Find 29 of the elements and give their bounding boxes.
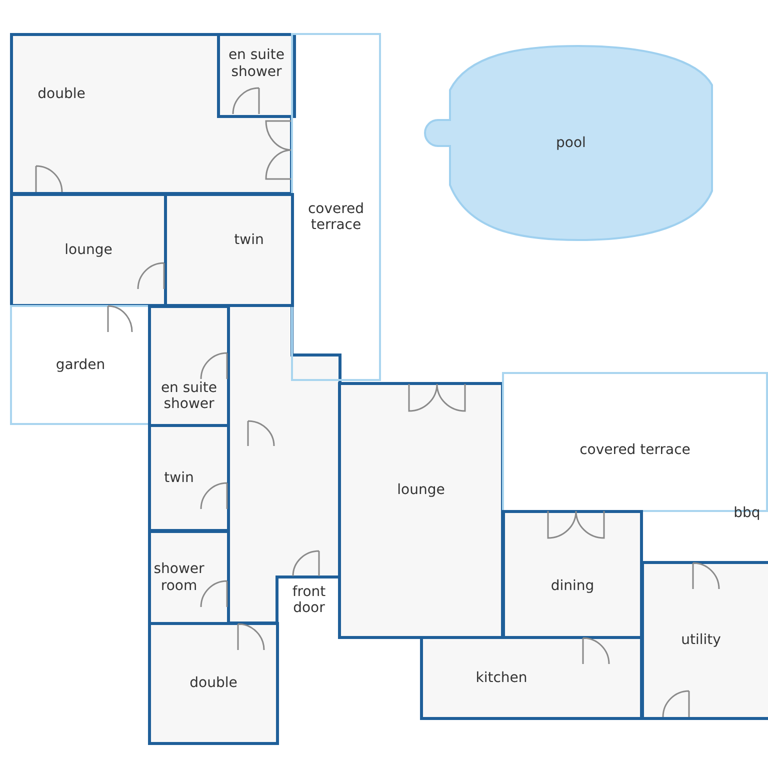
room-outline [148, 305, 230, 427]
room-label: lounge [397, 482, 445, 499]
room-label: en suite shower [160, 380, 218, 412]
room-outline [164, 193, 294, 307]
room-outline [148, 424, 230, 532]
room-label: utility [681, 632, 721, 649]
room-label: covered terrace [580, 442, 690, 458]
room-outline [10, 193, 167, 307]
room-outline [10, 33, 293, 195]
room-label: double [38, 86, 86, 102]
room-label: garden [56, 356, 106, 374]
room-outline [217, 33, 296, 118]
room-label: twin [234, 232, 264, 248]
room-outline [338, 382, 504, 639]
room-outline [148, 530, 230, 625]
room-label: covered terrace [306, 200, 366, 234]
room-label: kitchen [476, 670, 528, 686]
area-label: front door [291, 584, 327, 616]
area-label: bbq [732, 505, 762, 522]
room-label: twin [164, 470, 194, 486]
room-outline [502, 510, 643, 639]
room-label: dining [550, 578, 594, 595]
room-label: en suite shower [227, 47, 286, 80]
room-label: lounge [64, 242, 112, 258]
room-outline [641, 561, 768, 720]
room-label: shower room [152, 561, 206, 594]
room-outline [420, 636, 643, 720]
room-label: double [190, 675, 238, 692]
room-outline [148, 622, 279, 745]
